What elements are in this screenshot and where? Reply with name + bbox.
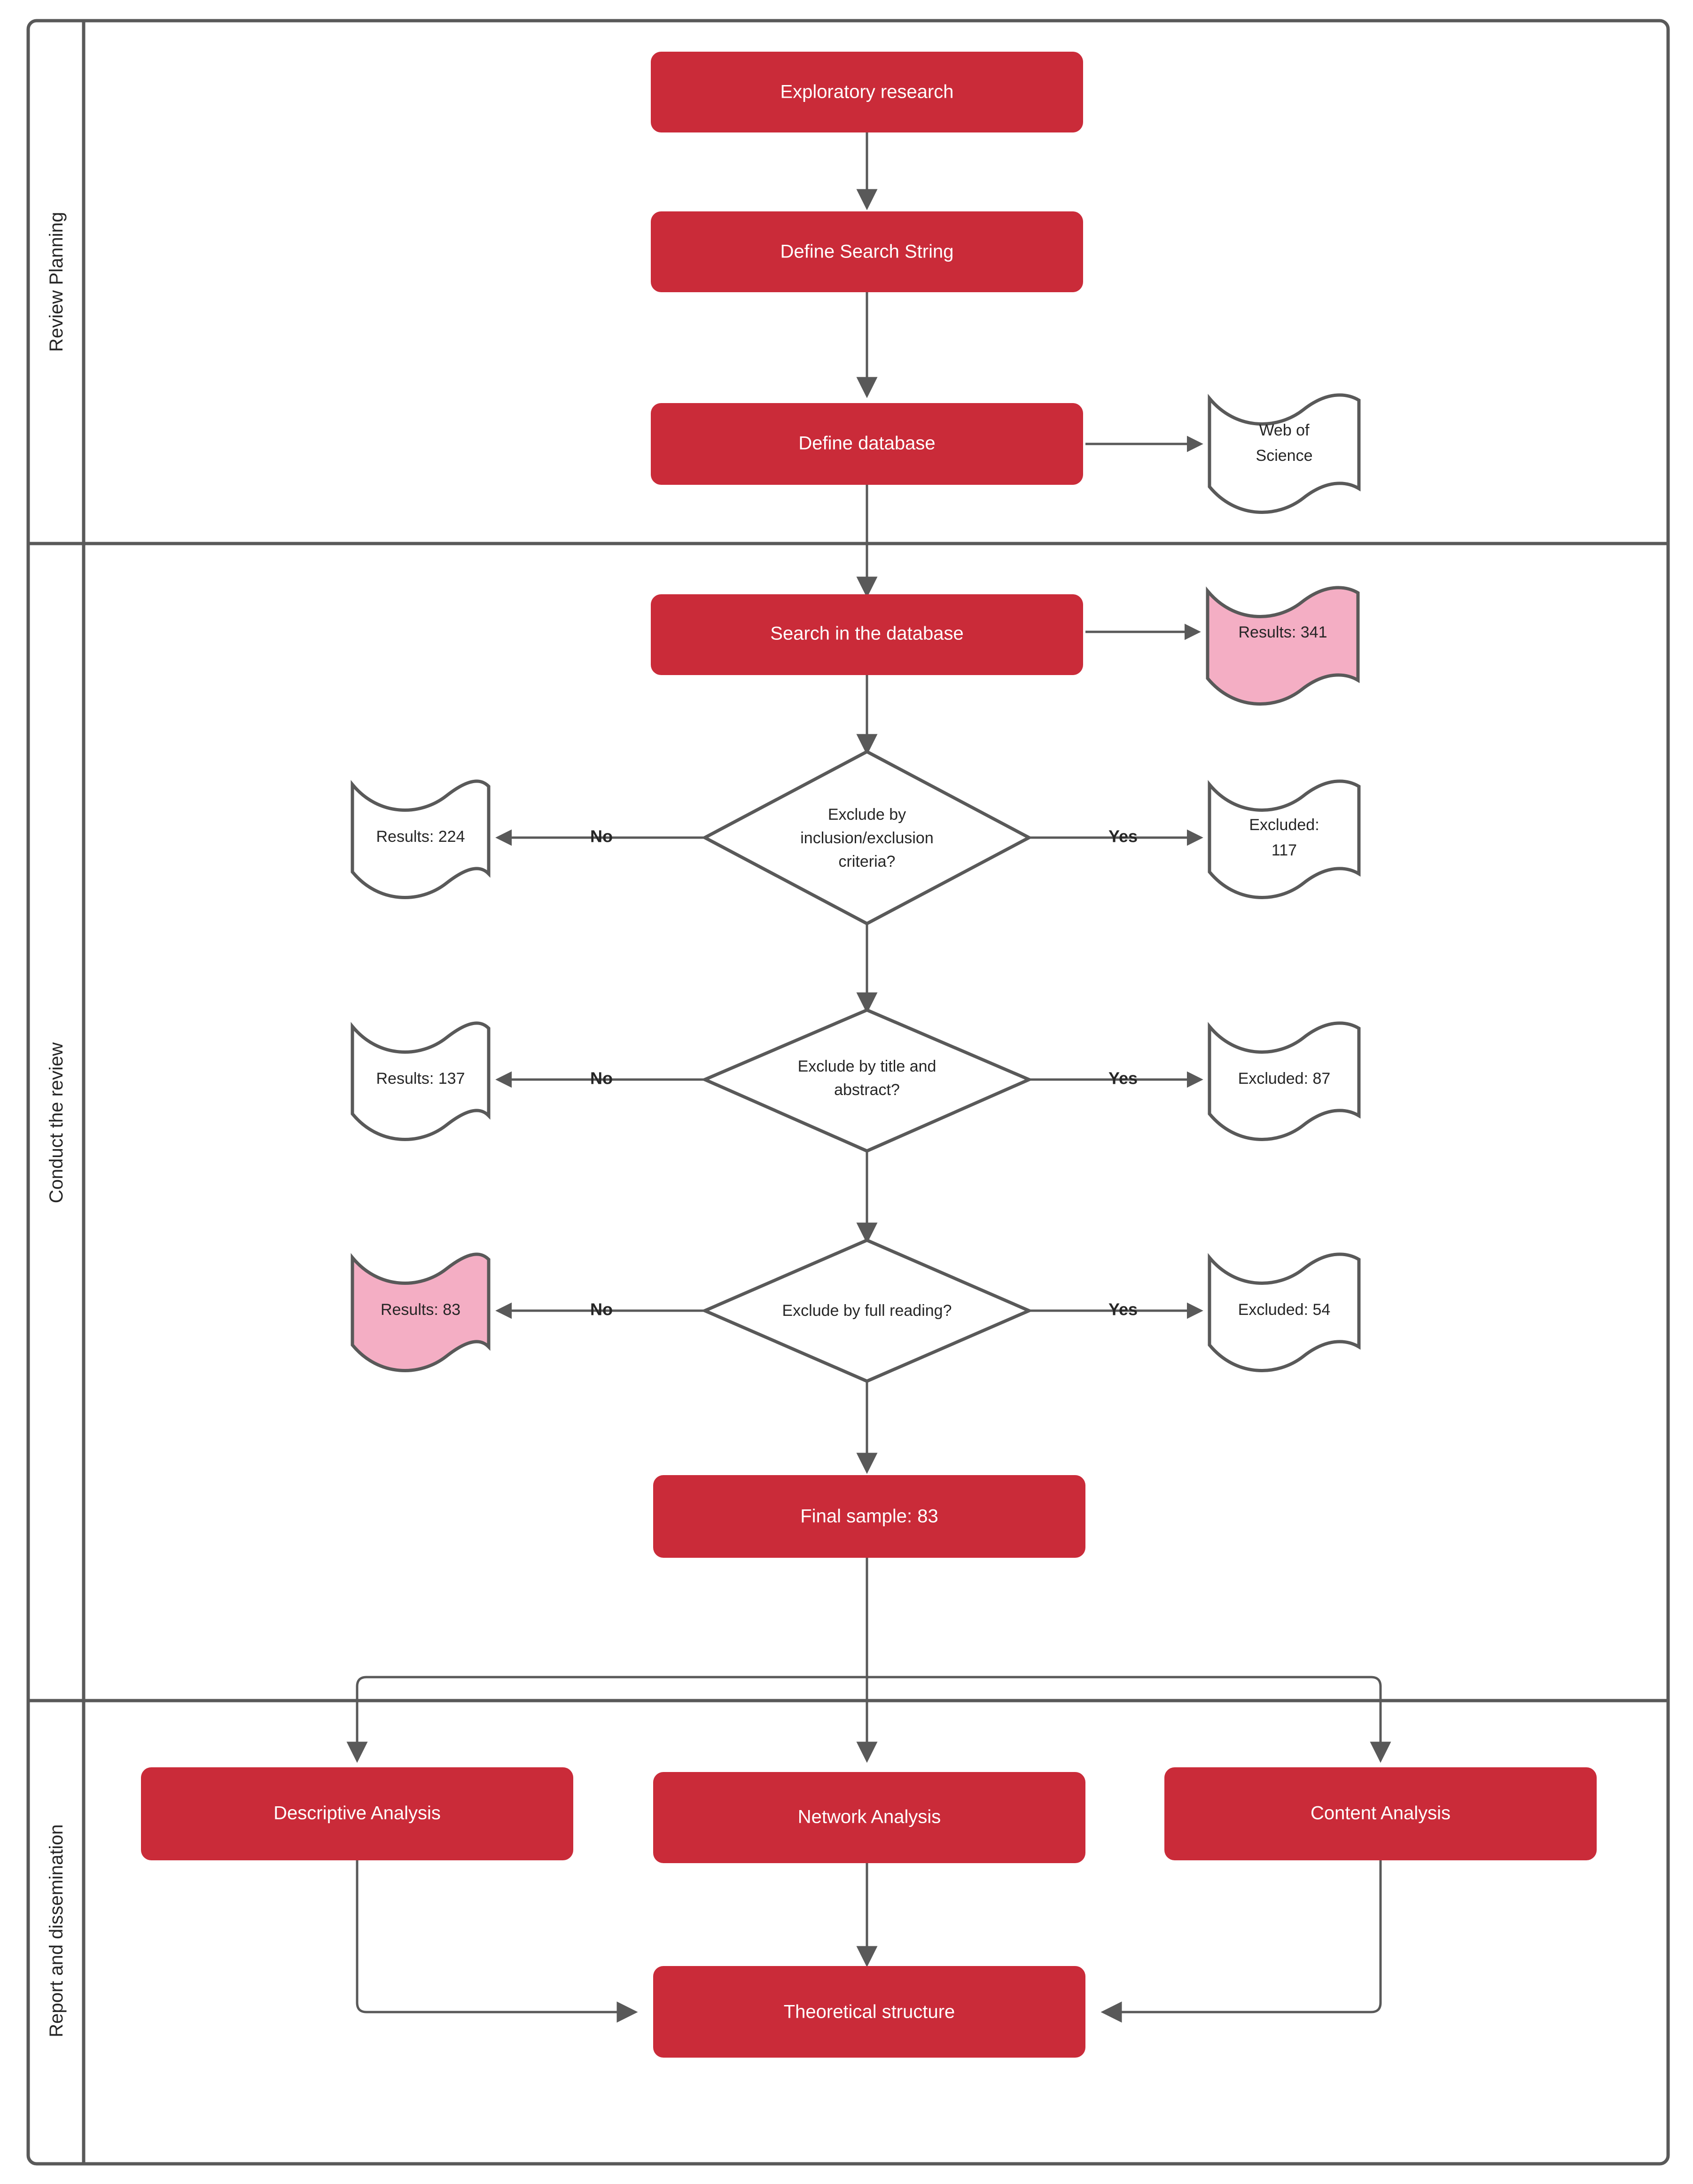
node-decision-inclusion-exclusion[interactable]: Exclude by inclusion/exclusion criteria? (701, 750, 1033, 925)
edge-label-no-1: No (590, 827, 613, 846)
edge-label-yes-2: Yes (1108, 1069, 1138, 1088)
node-descriptive-analysis[interactable]: Descriptive Analysis (141, 1767, 573, 1860)
node-network-analysis[interactable]: Network Analysis (653, 1772, 1085, 1863)
lane-header-conduct-the-review: Conduct the review (46, 1042, 67, 1204)
node-results-137[interactable]: Results: 137 (351, 1021, 491, 1141)
node-label-theoretical-structure: Theoretical structure (784, 2002, 955, 2022)
node-label-search-in-the-database: Search in the database (770, 623, 963, 644)
edge-label-no-3: No (590, 1300, 613, 1319)
edge-label-no-2: No (590, 1069, 613, 1088)
node-results-224[interactable]: Results: 224 (351, 779, 491, 899)
edge-label-yes-1: Yes (1108, 827, 1138, 846)
node-label-results-137: Results: 137 (376, 1070, 465, 1088)
node-label-excluded-54: Excluded: 54 (1238, 1301, 1331, 1319)
lane-label-report-and-dissemination: Report and dissemination (46, 1824, 67, 2037)
lane-label-conduct-the-review: Conduct the review (46, 1042, 67, 1204)
node-label-decision2-line2: abstract? (834, 1081, 900, 1099)
node-label-web-of-science-line1: Web of (1259, 421, 1310, 439)
node-label-exploratory-research: Exploratory research (780, 82, 953, 102)
node-decision-title-abstract[interactable]: Exclude by title and abstract? (701, 1008, 1033, 1153)
lane-header-review-planning: Review Planning (46, 212, 67, 352)
node-label-network-analysis: Network Analysis (798, 1807, 941, 1827)
node-search-in-the-database[interactable]: Search in the database (651, 594, 1083, 675)
node-results-83[interactable]: Results: 83 (351, 1252, 491, 1372)
lane-label-review-planning: Review Planning (46, 212, 67, 352)
node-excluded-54[interactable]: Excluded: 54 (1208, 1252, 1361, 1372)
node-label-define-database: Define database (798, 433, 935, 454)
node-excluded-117[interactable]: Excluded: 117 (1208, 779, 1361, 899)
node-web-of-science[interactable]: Web of Science (1208, 393, 1361, 514)
edge-descriptive-to-theoretical (356, 1860, 638, 2023)
node-excluded-87[interactable]: Excluded: 87 (1208, 1021, 1361, 1141)
pool-outline (26, 19, 1670, 2166)
connectors (346, 132, 1391, 2023)
edge-finalsample-to-content (867, 1676, 1391, 1763)
node-label-results-341: Results: 341 (1239, 623, 1327, 641)
node-label-excluded-87: Excluded: 87 (1238, 1070, 1331, 1088)
node-exploratory-research[interactable]: Exploratory research (651, 52, 1083, 132)
node-define-search-string[interactable]: Define Search String (651, 211, 1083, 292)
node-decision-full-reading[interactable]: Exclude by full reading? (701, 1238, 1033, 1383)
node-final-sample[interactable]: Final sample: 83 (653, 1475, 1085, 1558)
node-label-decision1-line2: inclusion/exclusion (800, 829, 934, 847)
node-label-define-search-string: Define Search String (780, 241, 953, 262)
node-label-decision2-line1: Exclude by title and (798, 1057, 936, 1075)
node-label-excluded-117-line2: 117 (1272, 841, 1297, 859)
node-label-results-83: Results: 83 (381, 1301, 460, 1319)
node-label-decision1-line3: criteria? (839, 853, 896, 870)
node-label-content-analysis: Content Analysis (1311, 1803, 1451, 1824)
node-label-results-224: Results: 224 (376, 828, 465, 846)
node-label-web-of-science-line2: Science (1256, 447, 1313, 465)
node-theoretical-structure[interactable]: Theoretical structure (653, 1966, 1085, 2058)
node-label-decision1-line1: Exclude by (828, 806, 906, 824)
node-label-decision3: Exclude by full reading? (782, 1302, 952, 1320)
lane-header-report-and-dissemination: Report and dissemination (46, 1824, 67, 2037)
node-results-341[interactable]: Results: 341 (1206, 586, 1360, 706)
node-label-final-sample: Final sample: 83 (800, 1506, 938, 1527)
edge-content-to-theoretical (1100, 1860, 1382, 2023)
edge-finalsample-to-descriptive (346, 1558, 868, 1763)
node-label-excluded-117-line1: Excluded: (1249, 816, 1319, 834)
node-define-database[interactable]: Define database (651, 403, 1083, 485)
node-label-descriptive-analysis: Descriptive Analysis (273, 1803, 441, 1824)
node-content-analysis[interactable]: Content Analysis (1164, 1767, 1597, 1860)
edge-label-yes-3: Yes (1108, 1300, 1138, 1319)
